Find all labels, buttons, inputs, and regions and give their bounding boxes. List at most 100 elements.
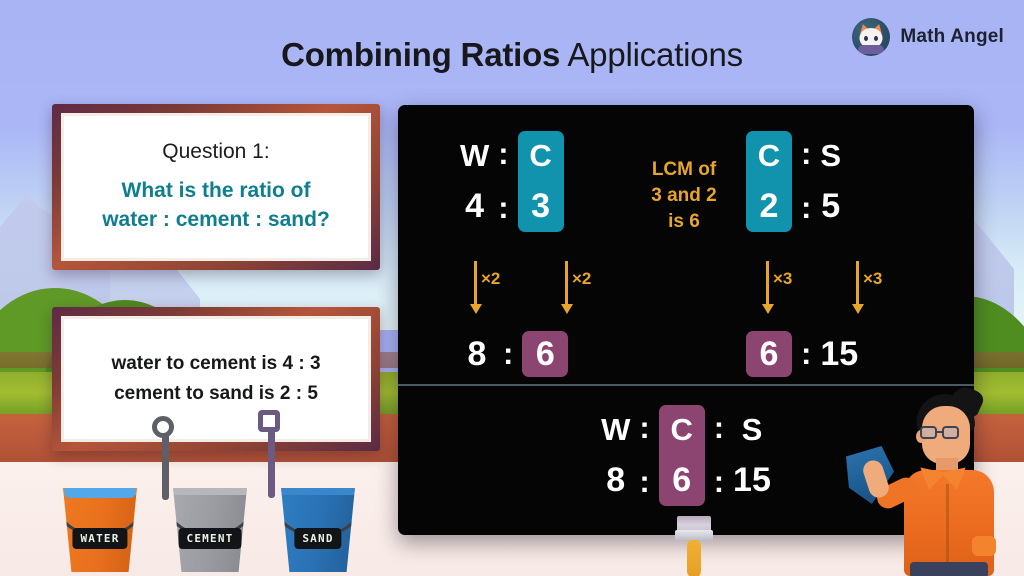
shovel-tool [256,410,290,502]
tool-shaft [162,434,169,500]
result-cement: 6 [759,335,779,373]
highlight-cement-purple-2: 6 [746,331,792,377]
glasses-icon [920,426,966,439]
bridge [937,431,942,433]
var-sand: S [820,137,842,173]
trowel-tool [150,416,180,502]
column-water: W 4 [460,131,489,232]
lens-right [942,426,959,439]
blackboard: W 4 : : C 3 ×2 [398,105,974,535]
bucket-body: WATER [63,488,137,572]
colon-top: : [801,136,812,171]
bucket-body: CEMENT [173,488,247,572]
arrow-label: ×2 [572,269,592,288]
arrow-label: ×3 [863,269,883,288]
bucket-label-water: WATER [72,528,128,549]
eye-left [864,36,869,41]
brush-handle [687,540,701,576]
colon-result-right: : [801,336,812,371]
value-cement: 3 [531,186,551,225]
value-sand: 5 [821,186,841,225]
answer-colon-2: : : [705,401,733,509]
answer-highlight-cement: C 6 [658,404,705,506]
answer-colon-1: : : [630,401,658,509]
result-water: 8 [467,335,487,373]
lens-left [920,426,937,439]
hat [858,45,885,54]
answer-value-cement: 6 [672,460,692,499]
lcm-annotation: LCM of 3 and 2 is 6 [626,157,742,236]
final-answer: W 8 : : C 6 : : [398,401,974,509]
given-line-1: water to cement is 4 : 3 [111,352,321,374]
ratio-rows-top: C 2 : : S 5 [746,127,858,235]
torso [904,470,994,576]
arrow-shaft [565,261,568,305]
highlight-cement-purple: 6 [522,331,569,377]
final-answer-inner: W 8 : : C 6 : : [398,401,974,509]
answer-value-sand: 15 [733,460,771,499]
answer-row: W 8 : : C 6 : : [601,401,771,509]
bucket-body: SAND [281,488,355,572]
colon-top: : [713,410,725,445]
bucket-contents-water [64,488,136,498]
arrow-shaft [856,261,859,305]
answer-col-water: W 8 [601,405,630,506]
value-water: 4 [465,186,485,225]
colon-bottom: : [498,190,509,225]
arrow-cement-x2: ×2 [565,261,591,305]
cat-mascot-icon [852,18,891,56]
answer-var-sand: S [741,411,763,447]
colon-bottom: : [713,464,725,499]
colon-top: : [639,410,650,445]
result-sand: 15 [820,335,859,373]
bucket-label-cement: CEMENT [178,528,242,549]
question-card: Question 1: What is the ratio of water :… [52,104,380,270]
question-card-inner: Question 1: What is the ratio of water :… [61,113,371,261]
arrow-sand-x3: ×3 [856,261,882,305]
bucket-label-sand: SAND [294,528,342,549]
column-sand: S 5 [820,131,841,232]
page-title: Combining Ratios Applications [0,36,1024,74]
head [922,406,970,464]
answer-var-cement: C [670,411,693,447]
brush-bristles [677,516,711,532]
multiplier-arrows-right: ×3 ×3 [746,261,946,321]
ratio-group-cement-sand: C 2 : : S 5 ×3 [746,127,882,377]
arrow-label: ×2 [481,269,501,288]
tool-shaft [268,428,275,498]
bucket-rim [173,488,247,495]
working-area: W 4 : : C 3 ×2 [398,105,974,535]
colon-left-1: : : [489,127,517,235]
board-divider [398,384,974,386]
colon-bottom: : [801,190,812,225]
lcm-line-2: 3 and 2 [651,185,717,207]
arrow-cement-x3: ×3 [766,261,792,305]
result-water-col: 8 [460,337,494,371]
given-facts-card: water to cement is 4 : 3 cement to sand … [52,307,380,451]
arrow-water-x2: ×2 [474,261,500,305]
multiplier-arrows-left: ×2 ×2 [460,261,660,321]
var-cement: C [757,137,781,173]
eye-right [874,36,879,41]
result-cement: 6 [535,335,555,373]
arrow-shaft [766,261,769,305]
page-title-strong: Combining Ratios [281,36,561,73]
var-cement: C [529,137,552,173]
highlight-cement-teal-2: C 2 [746,130,792,232]
colon-result-left: : [503,336,514,371]
answer-value-water: 8 [606,460,626,499]
question-line-1: What is the ratio of [121,178,311,202]
answer-col-sand: S 15 [733,405,771,506]
question-line-2: water : cement : sand? [102,207,330,231]
bucket-cement: CEMENT [168,488,252,572]
value-cement: 2 [759,186,779,225]
lcm-line-3: is 6 [668,211,700,233]
brand-logo[interactable]: Math Angel [852,18,1004,56]
question-label: Question 1: [162,139,270,163]
var-water: W [460,137,490,173]
arrow-label: ×3 [773,269,793,288]
highlight-cement-teal: C 3 [517,130,564,232]
cuff [972,536,996,556]
arrow-shaft [474,261,477,305]
lcm-line-1: LCM of [651,159,717,180]
